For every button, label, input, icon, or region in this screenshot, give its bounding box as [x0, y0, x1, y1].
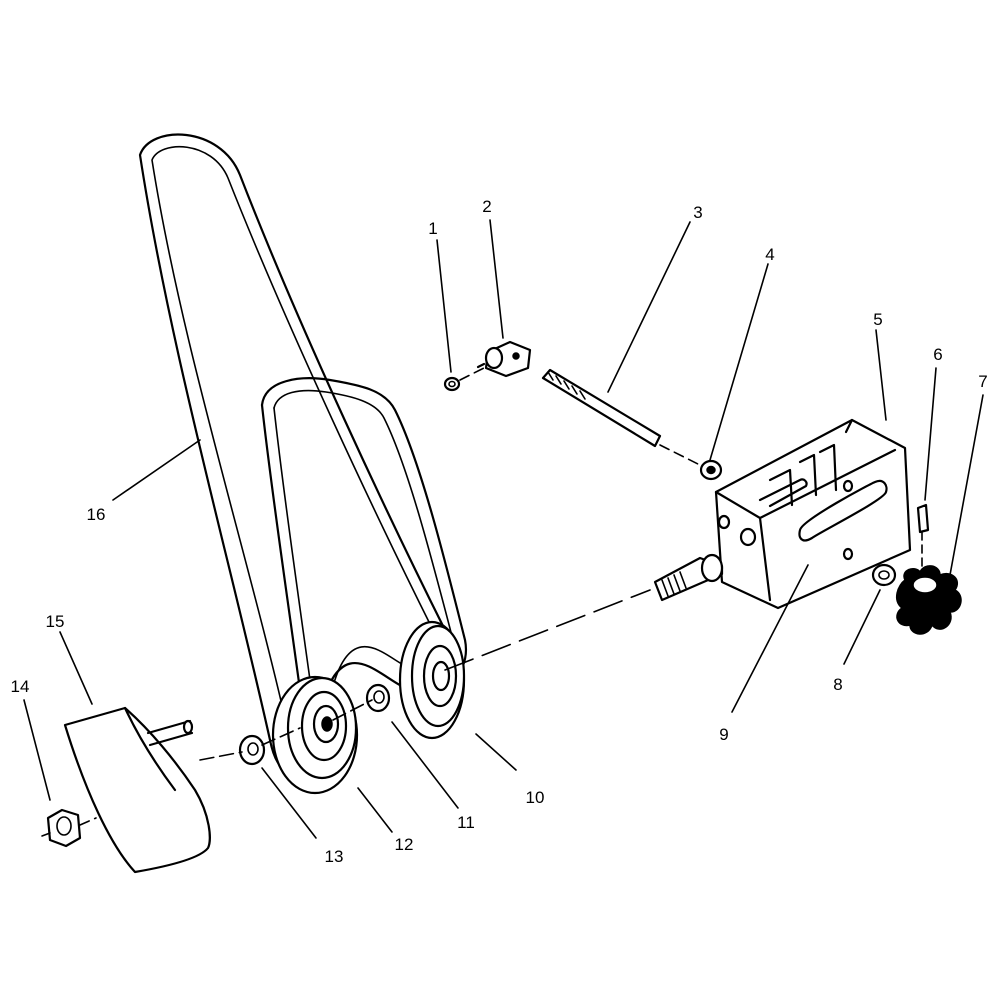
callout-6: 6	[933, 345, 942, 364]
callout-13: 13	[325, 847, 344, 866]
part-inner-belt	[260, 377, 468, 692]
callout-2: 2	[482, 197, 491, 216]
part-1-clip	[443, 376, 461, 392]
part-3-threaded-rod	[541, 368, 662, 448]
leader-lines	[23, 219, 984, 839]
callout-5: 5	[873, 310, 882, 329]
callout-1: 1	[428, 219, 437, 238]
assembly-lines	[41, 365, 923, 837]
part-11-spacer	[365, 683, 391, 713]
part-10-small-pulley	[398, 620, 466, 740]
part-4-washer	[699, 459, 723, 481]
callout-10: 10	[526, 788, 545, 807]
callout-11: 11	[457, 813, 475, 832]
callout-16: 16	[87, 505, 106, 524]
part-6-roll-pin	[916, 503, 930, 534]
callout-7: 7	[978, 372, 987, 391]
part-2-pin	[476, 340, 532, 378]
callout-4: 4	[765, 245, 774, 264]
callout-15: 15	[46, 612, 65, 631]
callout-12: 12	[395, 835, 414, 854]
callout-8: 8	[833, 675, 842, 694]
part-7-knob	[895, 565, 962, 635]
part-15-belt-guard	[63, 706, 211, 874]
callout-9: 9	[719, 725, 728, 744]
part-threaded-stub	[653, 553, 724, 602]
part-14-nut	[46, 808, 82, 848]
part-8-washer	[871, 563, 897, 587]
part-13-spacer	[238, 734, 266, 766]
callout-3: 3	[693, 203, 702, 222]
part-12-large-pulley	[271, 675, 359, 795]
callout-14: 14	[11, 677, 30, 696]
part-5-9-housing	[714, 418, 912, 610]
callout-labels: 1 2 3 4 5 6 7 8 9 10 11 12 13 14 15 16	[11, 197, 988, 866]
